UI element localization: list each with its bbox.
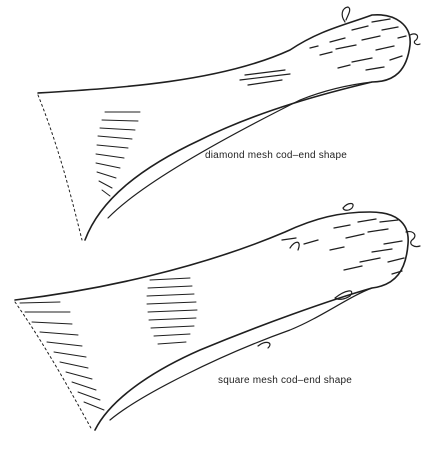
square-codend-caption: square mesh cod–end shape (218, 375, 352, 386)
square-codend-body-marks (258, 242, 352, 348)
diamond-codend-left-edge (38, 95, 82, 240)
square-codend-hatching-left (20, 302, 104, 410)
diamond-codend-twine-top (342, 7, 350, 22)
square-codend-mesh-texture (282, 219, 404, 274)
diamond-codend-caption: diamond mesh cod–end shape (205, 150, 347, 161)
diamond-codend-twine-end (410, 34, 420, 45)
diamond-codend-outline (38, 15, 410, 240)
diamond-codend-mesh-texture (310, 19, 406, 70)
diamond-codend-drawing (38, 7, 420, 240)
diamond-codend-hatching-mid (240, 70, 290, 85)
square-codend-twine-top (343, 204, 353, 211)
diamond-codend-hatching-left (96, 112, 140, 196)
square-codend-drawing (15, 204, 420, 431)
square-codend-inner-fold (110, 288, 372, 420)
square-codend-hatching-band (147, 278, 197, 344)
